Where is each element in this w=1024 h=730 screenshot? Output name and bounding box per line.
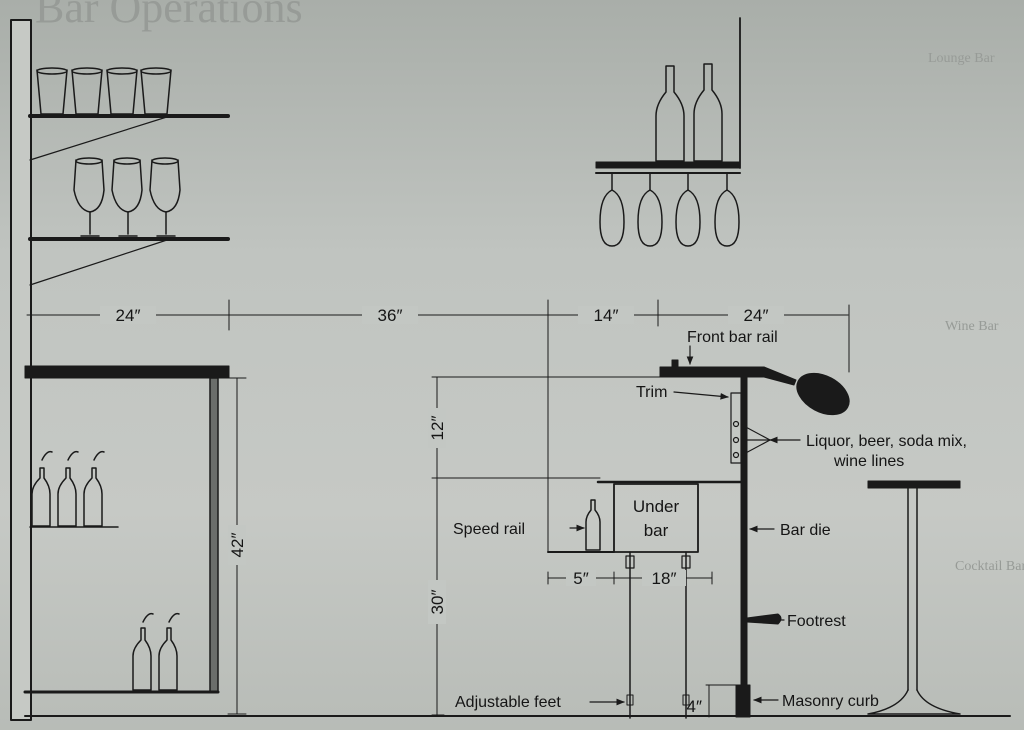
dimension-curb-height: 4″ [687,697,702,716]
label-speed-rail: Speed rail [453,521,525,538]
back-counter-side [209,377,219,693]
label-liquor-lines-2: wine lines [833,453,904,470]
section-heading-cocktail: Cocktail Bar [955,559,1024,574]
back-counter-bottles-lower [132,612,180,691]
label-masonry-curb: Masonry curb [782,693,879,710]
overhead-bottles [655,63,723,162]
shelf-bracket-1 [29,115,171,161]
label-footrest: Footrest [787,613,846,630]
label-adjustable-feet: Adjustable feet [455,694,561,711]
label-trim: Trim [636,384,667,401]
dimension-back-counter-height: 42″ [228,533,247,558]
under-bar-sink [613,483,699,553]
front-bar-rail [671,359,679,369]
dimension-under-bar-width: 18″ [652,569,677,588]
wine-glasses-shelf [73,157,181,237]
bar-stool-seat [867,480,961,489]
dimension-bar-overhang: 14″ [594,306,619,325]
bar-stool-base [867,689,961,715]
liquor-line-panel [730,392,742,464]
rocks-glasses [36,67,172,115]
back-counter-top [24,365,230,379]
masonry-curb [735,684,751,718]
dimension-under-bar-height: 30″ [428,590,447,615]
section-heading-wine: Wine Bar [945,319,999,334]
section-heading-lounge: Lounge Bar [928,51,995,66]
bar-die [740,376,748,686]
label-liquor-lines-1: Liquor, beer, soda mix, [806,433,967,450]
arm-rest [763,366,797,386]
label-under-bar-1: Under [633,497,680,516]
shelf-bracket-2 [29,238,171,286]
dimension-aisle-width: 36″ [378,306,403,325]
back-counter-bottles-upper [31,450,105,527]
label-under-bar-2: bar [644,521,669,540]
footrest [746,613,782,625]
hanging-wine-glasses [599,172,740,247]
arm-pad [796,372,850,416]
speed-rail-bottle [585,499,601,551]
label-front-bar-rail: Front bar rail [687,329,778,346]
dimension-bar-top-drop: 12″ [428,416,447,441]
dimension-speed-rail-width: 5″ [573,569,588,588]
dimension-back-counter-depth: 24″ [116,306,141,325]
dimension-bar-top-depth: 24″ [744,306,769,325]
overhead-rack-shelf [595,161,741,169]
page-heading: Bar Operations [35,0,303,32]
label-bar-die: Bar die [780,522,831,539]
trim-arrow [673,391,729,400]
